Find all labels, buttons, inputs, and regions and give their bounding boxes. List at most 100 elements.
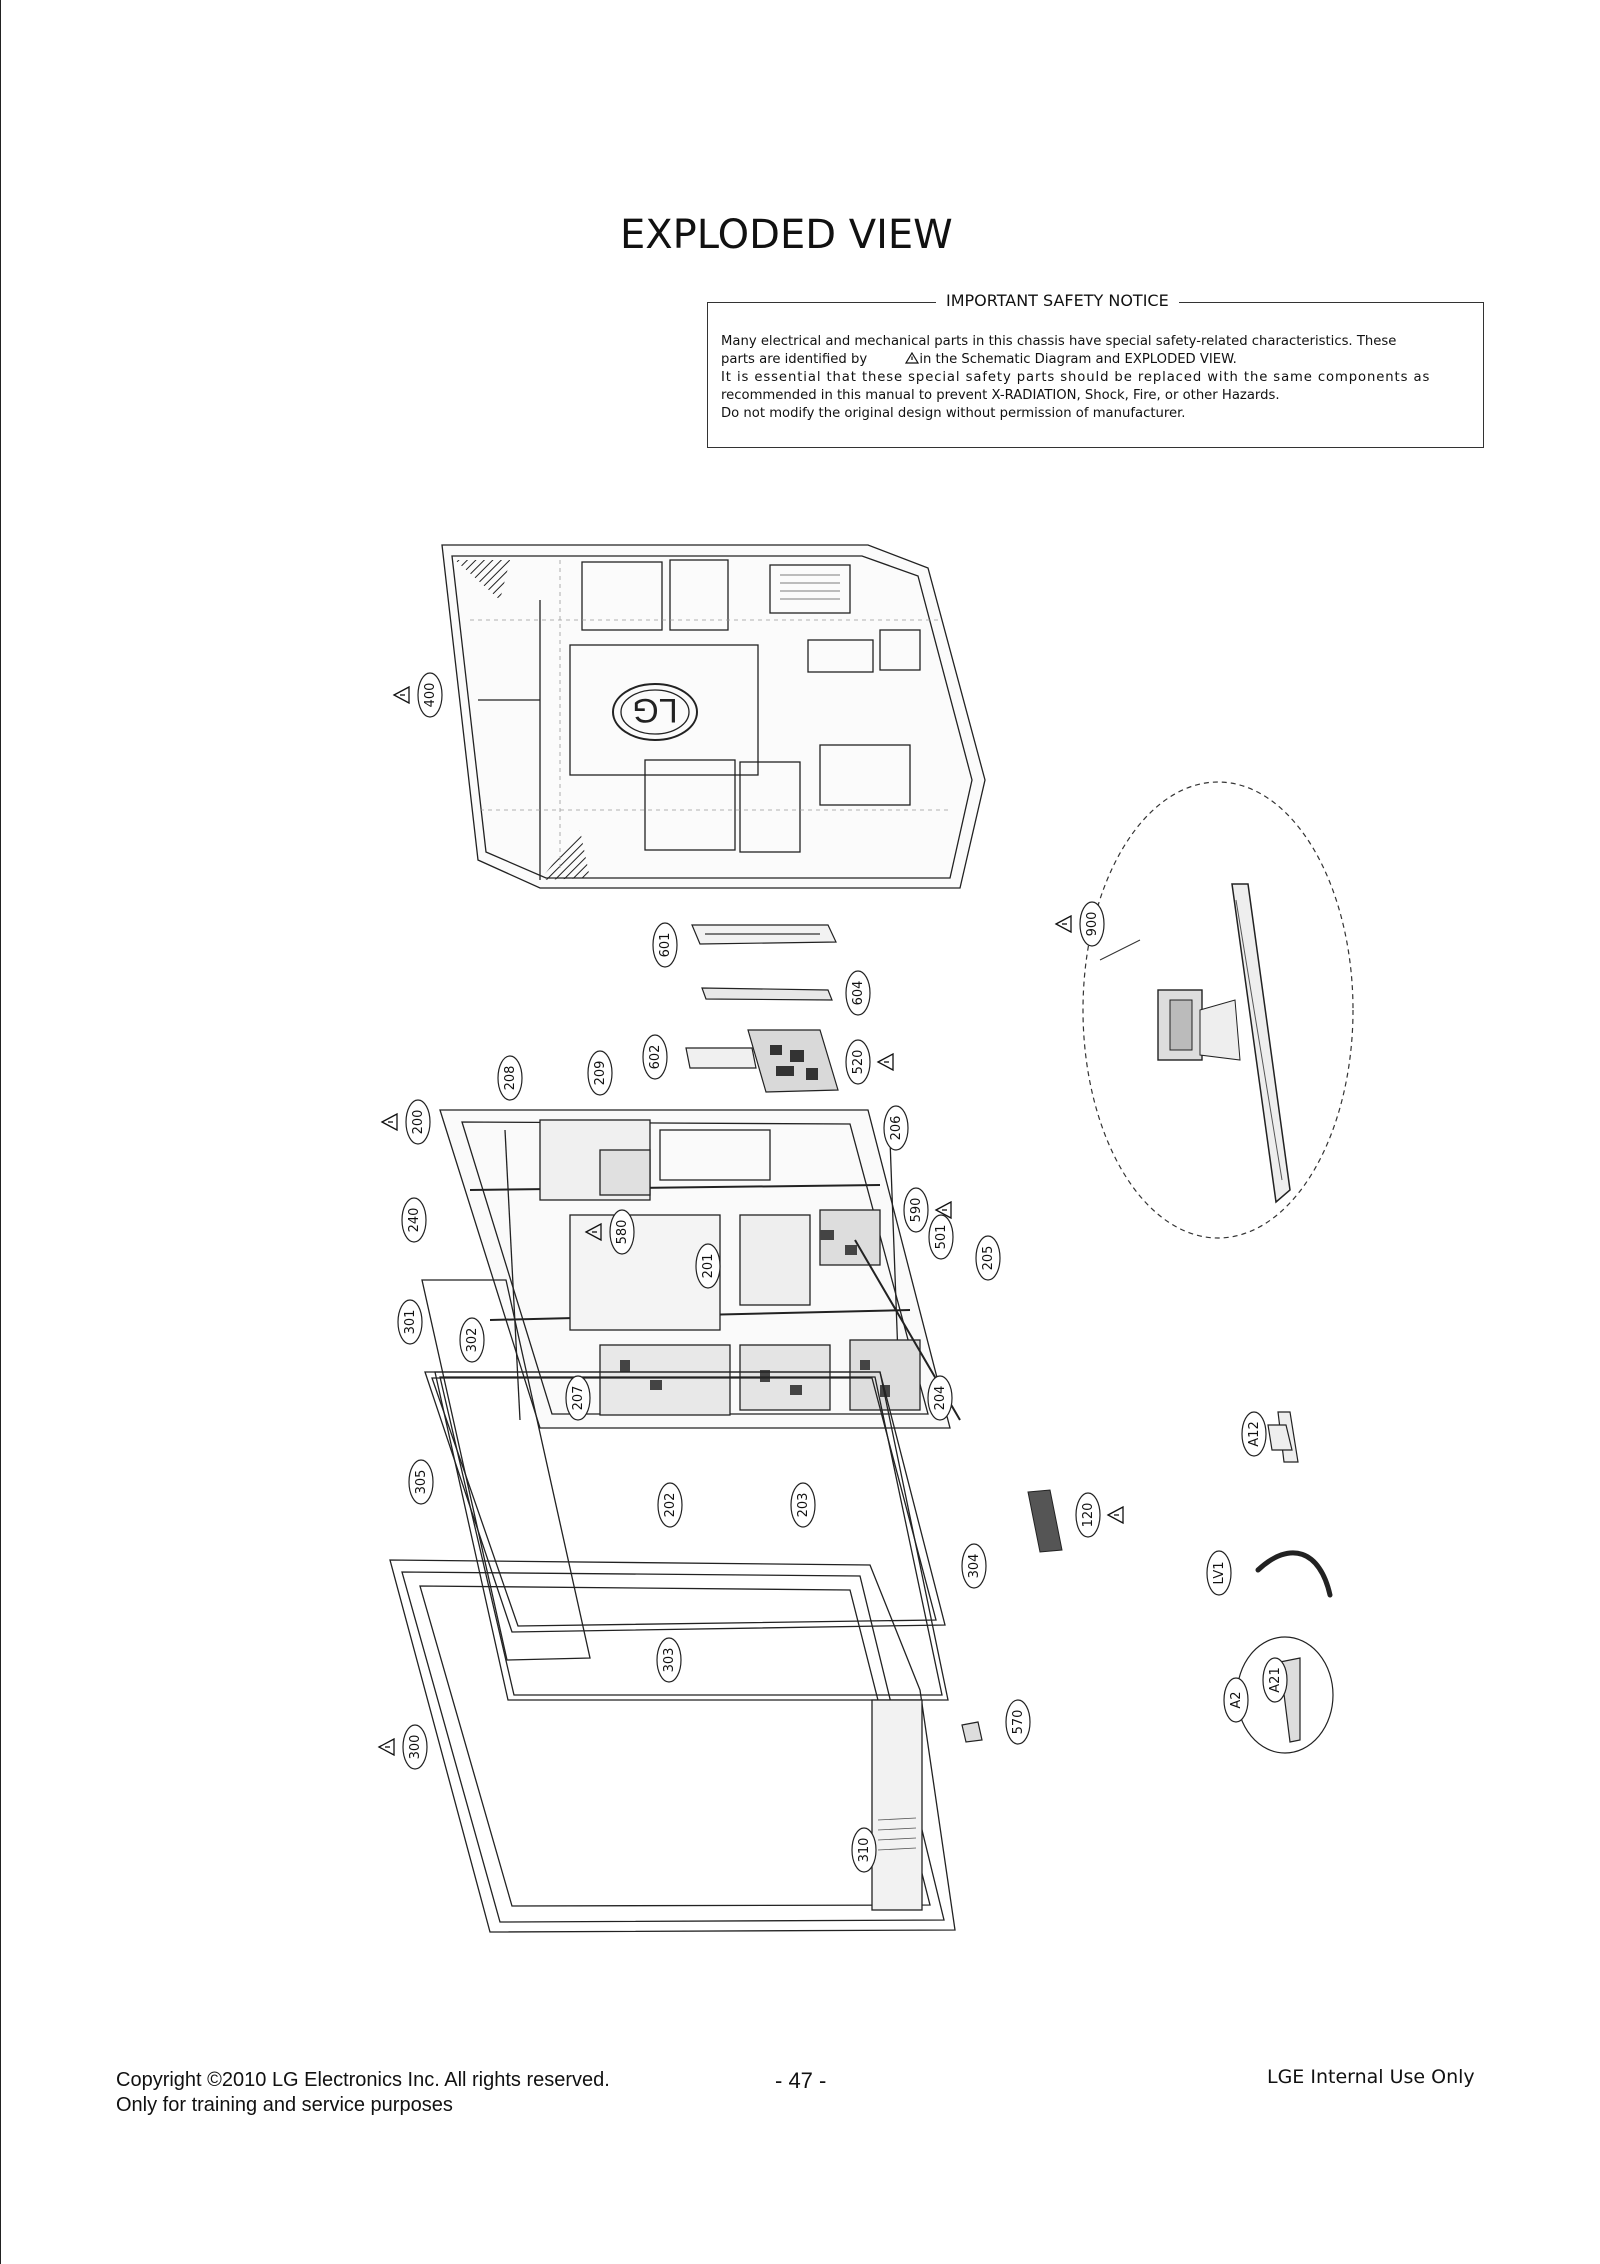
callout-label: 202	[663, 1493, 678, 1518]
callout-bubble	[1241, 1411, 1267, 1457]
warning-triangle-icon	[1054, 914, 1072, 934]
callout-bubble	[405, 1099, 431, 1145]
callout-label: 601	[658, 933, 673, 958]
callout-900: 900	[1054, 901, 1105, 947]
safety-notice-box: IMPORTANT SAFETY NOTICE Many electrical …	[707, 291, 1484, 448]
notice-line-3: It is essential that these special safet…	[721, 370, 1431, 385]
callout-label: A12	[1247, 1421, 1262, 1446]
callout-label: 602	[648, 1045, 663, 1070]
callout-bubble	[417, 672, 443, 718]
callout-302: 302	[459, 1317, 485, 1363]
callout-300: 300	[377, 1724, 428, 1770]
callout-label: 203	[796, 1493, 811, 1518]
warning-triangle-icon	[934, 1200, 952, 1220]
callout-label: 301	[403, 1310, 418, 1335]
callout-label: 501	[934, 1225, 949, 1250]
warning-triangle-icon	[377, 1737, 395, 1757]
callout-label: 208	[503, 1066, 518, 1091]
callout-bubble	[587, 1050, 613, 1096]
callout-580: 580	[584, 1209, 635, 1255]
callout-bubble	[845, 1039, 871, 1085]
callout-570: 570	[1005, 1699, 1031, 1745]
warning-triangle-icon	[380, 1112, 398, 1132]
callout-bubble	[642, 1034, 668, 1080]
notice-line-1: Many electrical and mechanical parts in …	[721, 334, 1397, 349]
speaker-part	[1027, 1489, 1063, 1553]
callout-bubble	[790, 1482, 816, 1528]
warning-triangle-icon	[876, 1052, 894, 1072]
callout-204: 204	[927, 1375, 953, 1421]
callout-201: 201	[695, 1243, 721, 1289]
main-board-520-part	[747, 1029, 839, 1093]
callout-label: A21	[1268, 1667, 1283, 1692]
warning-triangle-icon	[584, 1222, 602, 1242]
callout-590: 590	[903, 1187, 952, 1233]
callout-200: 200	[380, 1099, 431, 1145]
callout-label: 120	[1081, 1503, 1096, 1528]
callout-bubble	[845, 970, 871, 1016]
callout-bubble	[1206, 1550, 1232, 1596]
callout-label: 205	[981, 1246, 996, 1271]
callout-bubble	[609, 1209, 635, 1255]
callout-400: 400	[392, 672, 443, 718]
callout-bubble	[1005, 1699, 1031, 1745]
callout-a21: A21	[1262, 1657, 1288, 1703]
callout-bubble	[652, 922, 678, 968]
callout-602: 602	[642, 1034, 668, 1080]
callout-202: 202	[657, 1482, 683, 1528]
callout-bubble	[656, 1637, 682, 1683]
callout-205: 205	[975, 1235, 1001, 1281]
callout-240: 240	[401, 1197, 427, 1243]
callout-label: 400	[423, 683, 438, 708]
footer-internal: LGE Internal Use Only	[1267, 2066, 1475, 2088]
footer-copyright: Copyright ©2010 LG Electronics Inc. All …	[116, 2069, 610, 2091]
callout-lv1: LV1	[1206, 1550, 1232, 1596]
notice-line-5: Do not modify the original design withou…	[721, 406, 1186, 421]
diffuser-sheet-303-part	[434, 1371, 949, 1701]
callout-304: 304	[961, 1543, 987, 1589]
callout-label: 302	[465, 1328, 480, 1353]
callout-label: 520	[851, 1050, 866, 1075]
callout-bubble	[928, 1214, 954, 1260]
callout-layer: 400 601 604 602 520 900 208 209 200 206 590 501 580 2…	[377, 672, 1288, 1873]
callout-label: 580	[615, 1220, 630, 1245]
bracket-a12-part	[1267, 1411, 1299, 1463]
stand-part	[1082, 781, 1354, 1239]
page-number: - 47 -	[775, 2068, 827, 2093]
callout-209: 209	[587, 1050, 613, 1096]
callout-label: 590	[909, 1198, 924, 1223]
footer-left: Copyright ©2010 LG Electronics Inc. All …	[116, 2068, 610, 2118]
callout-bubble	[401, 1197, 427, 1243]
callout-bubble	[883, 1105, 909, 1151]
callout-a2: A2	[1223, 1677, 1249, 1723]
callout-a12: A12	[1241, 1411, 1267, 1457]
callout-label: 200	[411, 1110, 426, 1135]
callout-label: 204	[933, 1386, 948, 1411]
callout-label: 310	[857, 1838, 872, 1863]
front-cabinet-part	[389, 1559, 956, 1933]
callout-bubble	[927, 1375, 953, 1421]
back-cover-part: LG	[441, 544, 986, 889]
callout-bubble	[1075, 1492, 1101, 1538]
safety-notice-body: Many electrical and mechanical parts in …	[721, 333, 1471, 423]
callout-bubble	[402, 1724, 428, 1770]
callout-bubble	[975, 1235, 1001, 1281]
notice-line-4: recommended in this manual to prevent X-…	[721, 388, 1280, 403]
callout-bubble	[695, 1243, 721, 1289]
callout-label: LV1	[1212, 1562, 1227, 1585]
callout-208: 208	[497, 1055, 523, 1101]
callout-label: 303	[662, 1648, 677, 1673]
warning-triangle-icon	[1106, 1505, 1124, 1525]
callout-604: 604	[845, 970, 871, 1016]
warning-triangle-icon	[392, 685, 410, 705]
callout-label: 900	[1085, 912, 1100, 937]
notice-line-2: parts are identified by in the Schematic…	[721, 351, 1471, 369]
callout-203: 203	[790, 1482, 816, 1528]
callout-310: 310	[851, 1827, 877, 1873]
callout-305: 305	[408, 1459, 434, 1505]
callout-label: 206	[889, 1116, 904, 1141]
callout-label: 305	[414, 1470, 429, 1495]
callout-bubble	[1223, 1677, 1249, 1723]
callout-bubble	[903, 1187, 929, 1233]
